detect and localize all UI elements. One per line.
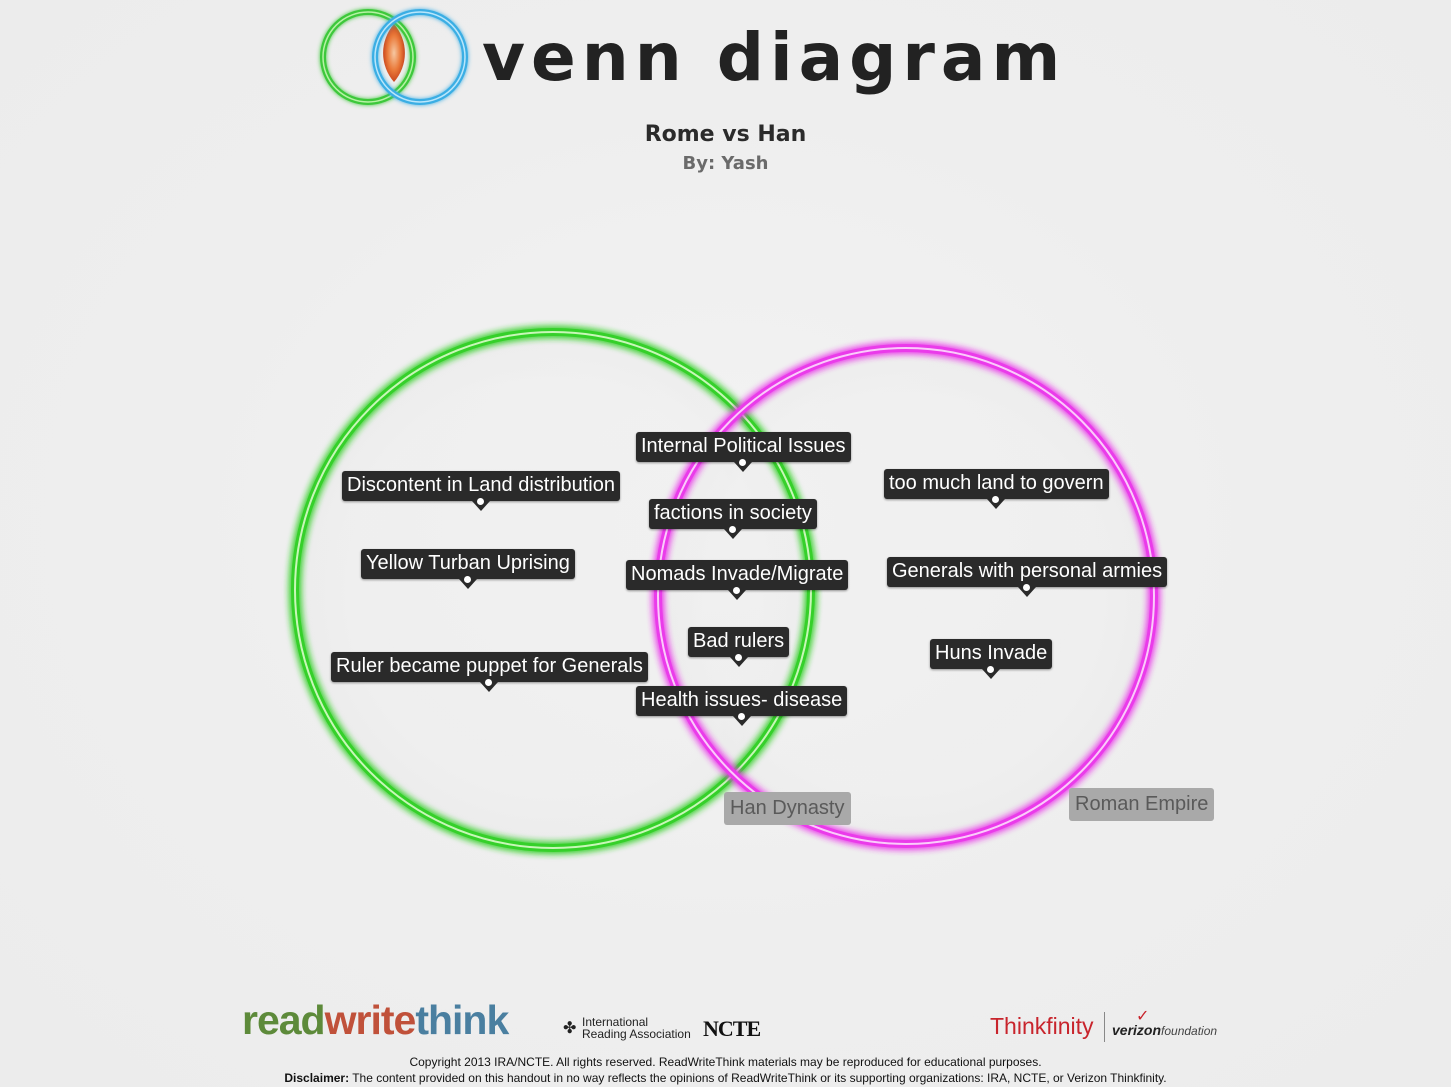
pin-dot-icon <box>733 587 741 594</box>
logo-divider <box>1104 1012 1105 1042</box>
label-right-2[interactable]: Generals with personal armies <box>887 557 1168 597</box>
label-pin <box>729 657 748 667</box>
ira-logo-icon: ✤ <box>563 1020 577 1037</box>
label-pin <box>1018 587 1037 597</box>
pin-dot-icon <box>992 496 1000 503</box>
label-text: Ruler became puppet for Generals <box>336 655 643 677</box>
pin-dot-icon <box>728 526 736 533</box>
venn-logo-icon <box>320 9 468 105</box>
label-left-1[interactable]: Discontent in Land distribution <box>342 471 620 511</box>
disclaimer-text: Disclaimer: The content provided on this… <box>0 1071 1451 1085</box>
label-text: Internal Political Issues <box>641 435 846 457</box>
label-pin <box>480 682 499 692</box>
pin-dot-icon <box>463 576 471 583</box>
label-pin <box>471 501 490 511</box>
label-text: factions in society <box>654 502 812 524</box>
diagram-author: By: Yash <box>682 153 769 174</box>
left-circle-name[interactable]: Han Dynasty <box>724 792 851 825</box>
label-overlap-2[interactable]: factions in society <box>649 499 817 539</box>
label-overlap-1[interactable]: Internal Political Issues <box>636 432 851 472</box>
app-title: venn diagram <box>482 19 1067 96</box>
left-circle-highlight <box>294 331 812 849</box>
label-overlap-5[interactable]: Health issues- disease <box>636 686 848 726</box>
pin-dot-icon <box>987 666 995 673</box>
label-text: Discontent in Land distribution <box>347 474 615 496</box>
pin-dot-icon <box>485 679 493 686</box>
label-overlap-4[interactable]: Bad rulers <box>688 627 790 667</box>
label-left-2[interactable]: Yellow Turban Uprising <box>361 549 575 589</box>
label-text: Nomads Invade/Migrate <box>631 563 844 585</box>
label-pin <box>734 462 753 472</box>
label-pin <box>728 590 747 600</box>
disclaimer-body: The content provided on this handout in … <box>349 1071 1167 1085</box>
label-right-3[interactable]: Huns Invade <box>930 639 1053 679</box>
right-circle-name[interactable]: Roman Empire <box>1069 788 1215 821</box>
label-pin <box>723 529 742 539</box>
label-pin <box>987 499 1006 509</box>
thinkfinity-logo: Thinkfinity <box>990 1013 1094 1039</box>
pin-dot-icon <box>737 713 745 720</box>
ira-logo-text: International Reading Association <box>582 1015 691 1041</box>
verizon-check-icon: ✓ <box>1136 1008 1150 1025</box>
label-overlap-3[interactable]: Nomads Invade/Migrate <box>626 560 849 600</box>
label-text: Health issues- disease <box>641 689 843 711</box>
label-text: Yellow Turban Uprising <box>366 552 570 574</box>
disclaimer-label: Disclaimer: <box>284 1071 350 1085</box>
label-text: too much land to govern <box>889 472 1104 494</box>
label-pin <box>458 579 477 589</box>
label-pin <box>982 669 1001 679</box>
pin-dot-icon <box>476 498 484 505</box>
copyright-text: Copyright 2013 IRA/NCTE. All rights rese… <box>409 1055 1042 1069</box>
pin-dot-icon <box>1023 584 1031 591</box>
label-pin <box>732 716 751 726</box>
pin-dot-icon <box>739 459 747 466</box>
right-circle-highlight <box>657 347 1155 845</box>
label-text: Generals with personal armies <box>892 560 1163 582</box>
diagram-title: Rome vs Han <box>644 122 807 147</box>
pin-dot-icon <box>734 654 742 661</box>
verizon-foundation-logo: verizonfoundation <box>1112 1022 1218 1038</box>
ncte-logo: NCTE <box>703 1016 761 1041</box>
readwritethink-logo: readwritethink <box>242 997 509 1043</box>
label-left-3[interactable]: Ruler became puppet for Generals <box>331 652 648 692</box>
label-right-1[interactable]: too much land to govern <box>884 469 1109 509</box>
label-text: Huns Invade <box>935 642 1048 664</box>
label-text: Bad rulers <box>693 630 785 652</box>
